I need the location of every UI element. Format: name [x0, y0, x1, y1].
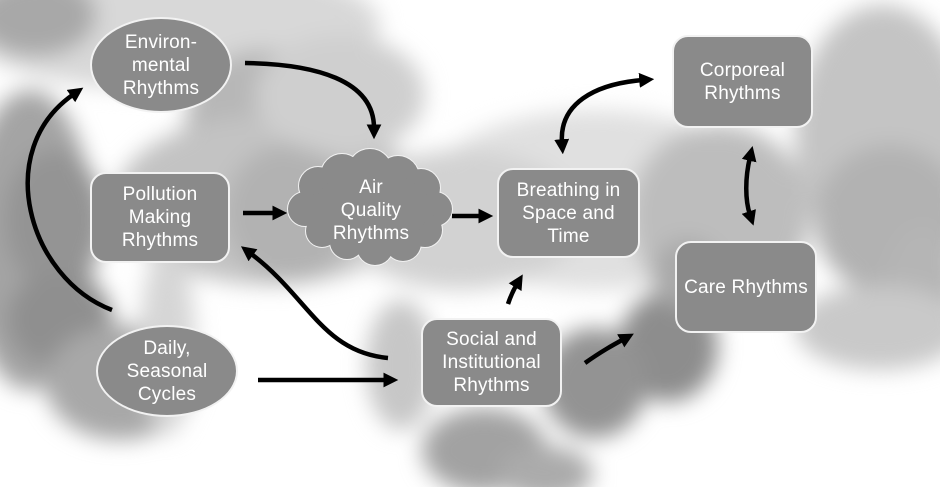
node-pollution-making-rhythms-label: Pollution Making Rhythms: [121, 184, 199, 251]
bg-blob: [255, 35, 425, 155]
bg-blob: [498, 446, 593, 487]
node-social-and-institutional-rhythms: Social and Institutional Rhythms: [421, 318, 562, 407]
arrow-daily-to-environmental: [25, 87, 113, 313]
arrow-social-to-breathing: [505, 274, 523, 305]
arrow-corporeal-care-bidirectional: [741, 146, 757, 226]
node-care-rhythms: Care Rhythms: [675, 241, 817, 333]
node-pollution-making-rhythms: Pollution Making Rhythms: [90, 172, 230, 263]
arrow-social-to-care: [583, 333, 634, 365]
node-corporeal-rhythms: Corporeal Rhythms: [672, 35, 813, 128]
arrow-social-to-pollution: [240, 246, 389, 361]
bg-blob: [795, 285, 940, 370]
node-social-and-institutional-rhythms-label: Social and Institutional Rhythms: [442, 329, 541, 396]
arrow-environmental-to-air-quality: [244, 60, 382, 140]
node-environmental-rhythms-label: Environ- mental Rhythms: [122, 31, 200, 99]
node-daily-seasonal-cycles-label: Daily, Seasonal Cycles: [126, 337, 208, 405]
arrow-breathing-corporeal-bidirectional: [554, 72, 655, 155]
node-daily-seasonal-cycles: Daily, Seasonal Cycles: [96, 325, 238, 417]
node-breathing-in-space-and-time-label: Breathing in Space and Time: [516, 179, 621, 247]
node-care-rhythms-label: Care Rhythms: [684, 276, 808, 298]
node-corporeal-rhythms-label: Corporeal Rhythms: [699, 59, 786, 104]
node-environmental-rhythms: Environ- mental Rhythms: [90, 17, 232, 113]
node-air-quality-rhythms-label: Air Quality Rhythms: [332, 177, 410, 244]
node-breathing-in-space-and-time: Breathing in Space and Time: [497, 168, 640, 258]
